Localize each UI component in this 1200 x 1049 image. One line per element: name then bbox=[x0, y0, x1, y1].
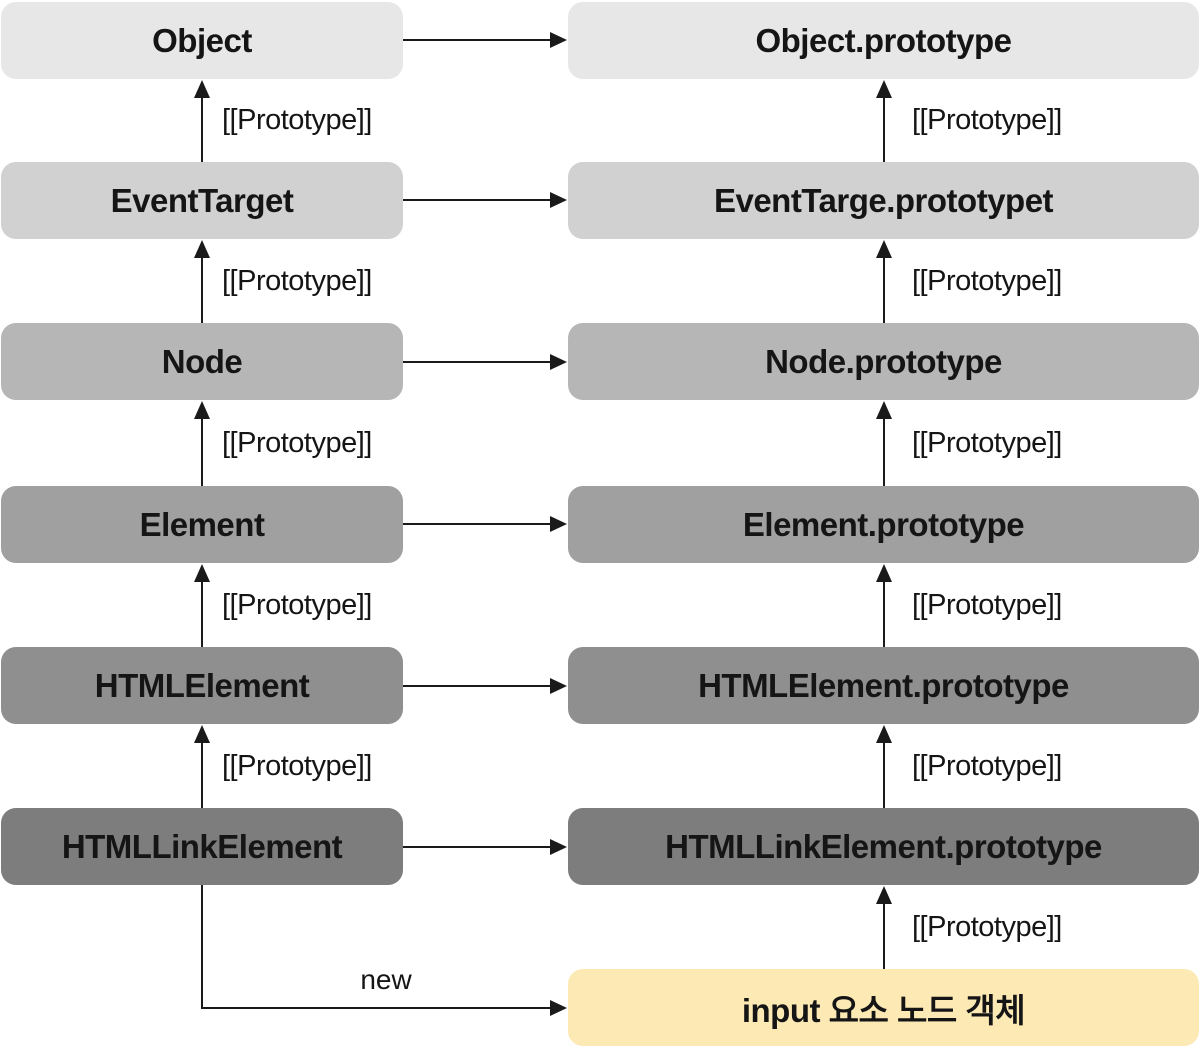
prototype-link-label: [[Prototype]] bbox=[222, 589, 372, 621]
class-box-node-label: Node bbox=[161, 342, 243, 380]
prototype-link-label: [[Prototype]] bbox=[912, 427, 1062, 459]
class-box-eventtarget: EventTarget bbox=[1, 162, 403, 239]
new-arrow bbox=[201, 885, 567, 1016]
prototype-link-label: [[Prototype]] bbox=[912, 911, 1062, 943]
proto-box-element-label: Element.prototype bbox=[742, 505, 1025, 543]
prototype-property-arrows bbox=[403, 32, 567, 855]
proto-box-htmllinkelement-label: HTMLLinkElement.prototype bbox=[665, 827, 1102, 865]
class-box-node: Node bbox=[1, 323, 403, 400]
prototype-link-label: [[Prototype]] bbox=[912, 265, 1062, 297]
instance-box-label: input 요소 노드 객체 bbox=[741, 991, 1026, 1029]
class-box-htmllinkelement-label: HTMLLinkElement bbox=[61, 827, 343, 865]
proto-box-node: Node.prototype bbox=[568, 323, 1199, 400]
prototype-link-label: [[Prototype]] bbox=[912, 589, 1062, 621]
class-box-object-label: Object bbox=[152, 21, 252, 59]
class-box-element: Element bbox=[1, 486, 403, 563]
instance-box-input-node: input 요소 노드 객체 bbox=[568, 969, 1199, 1046]
class-box-element-label: Element bbox=[139, 505, 265, 543]
prototype-link-label: [[Prototype]] bbox=[222, 427, 372, 459]
proto-box-htmlelement-label: HTMLElement.prototype bbox=[698, 666, 1069, 704]
prototype-link-label: [[Prototype]] bbox=[912, 750, 1062, 782]
proto-box-htmllinkelement: HTMLLinkElement.prototype bbox=[568, 808, 1199, 885]
class-box-htmlelement: HTMLElement bbox=[1, 647, 403, 724]
proto-box-eventtarget-label: EventTarge.prototypet bbox=[713, 181, 1054, 219]
prototype-link-label: [[Prototype]] bbox=[222, 265, 372, 297]
proto-box-eventtarget: EventTarge.prototypet bbox=[568, 162, 1199, 239]
proto-box-object-label: Object.prototype bbox=[755, 21, 1012, 59]
class-box-htmlelement-label: HTMLElement bbox=[94, 666, 310, 704]
prototype-link-label: [[Prototype]] bbox=[222, 750, 372, 782]
class-box-eventtarget-label: EventTarget bbox=[110, 181, 294, 219]
class-box-htmllinkelement: HTMLLinkElement bbox=[1, 808, 403, 885]
proto-box-node-label: Node.prototype bbox=[765, 342, 1002, 380]
new-operator-label: new bbox=[360, 964, 412, 995]
proto-box-object: Object.prototype bbox=[568, 2, 1199, 79]
proto-box-htmlelement: HTMLElement.prototype bbox=[568, 647, 1199, 724]
prototype-link-label: [[Prototype]] bbox=[912, 104, 1062, 136]
class-box-object: Object bbox=[1, 2, 403, 79]
prototype-link-label: [[Prototype]] bbox=[222, 104, 372, 136]
proto-box-element: Element.prototype bbox=[568, 486, 1199, 563]
